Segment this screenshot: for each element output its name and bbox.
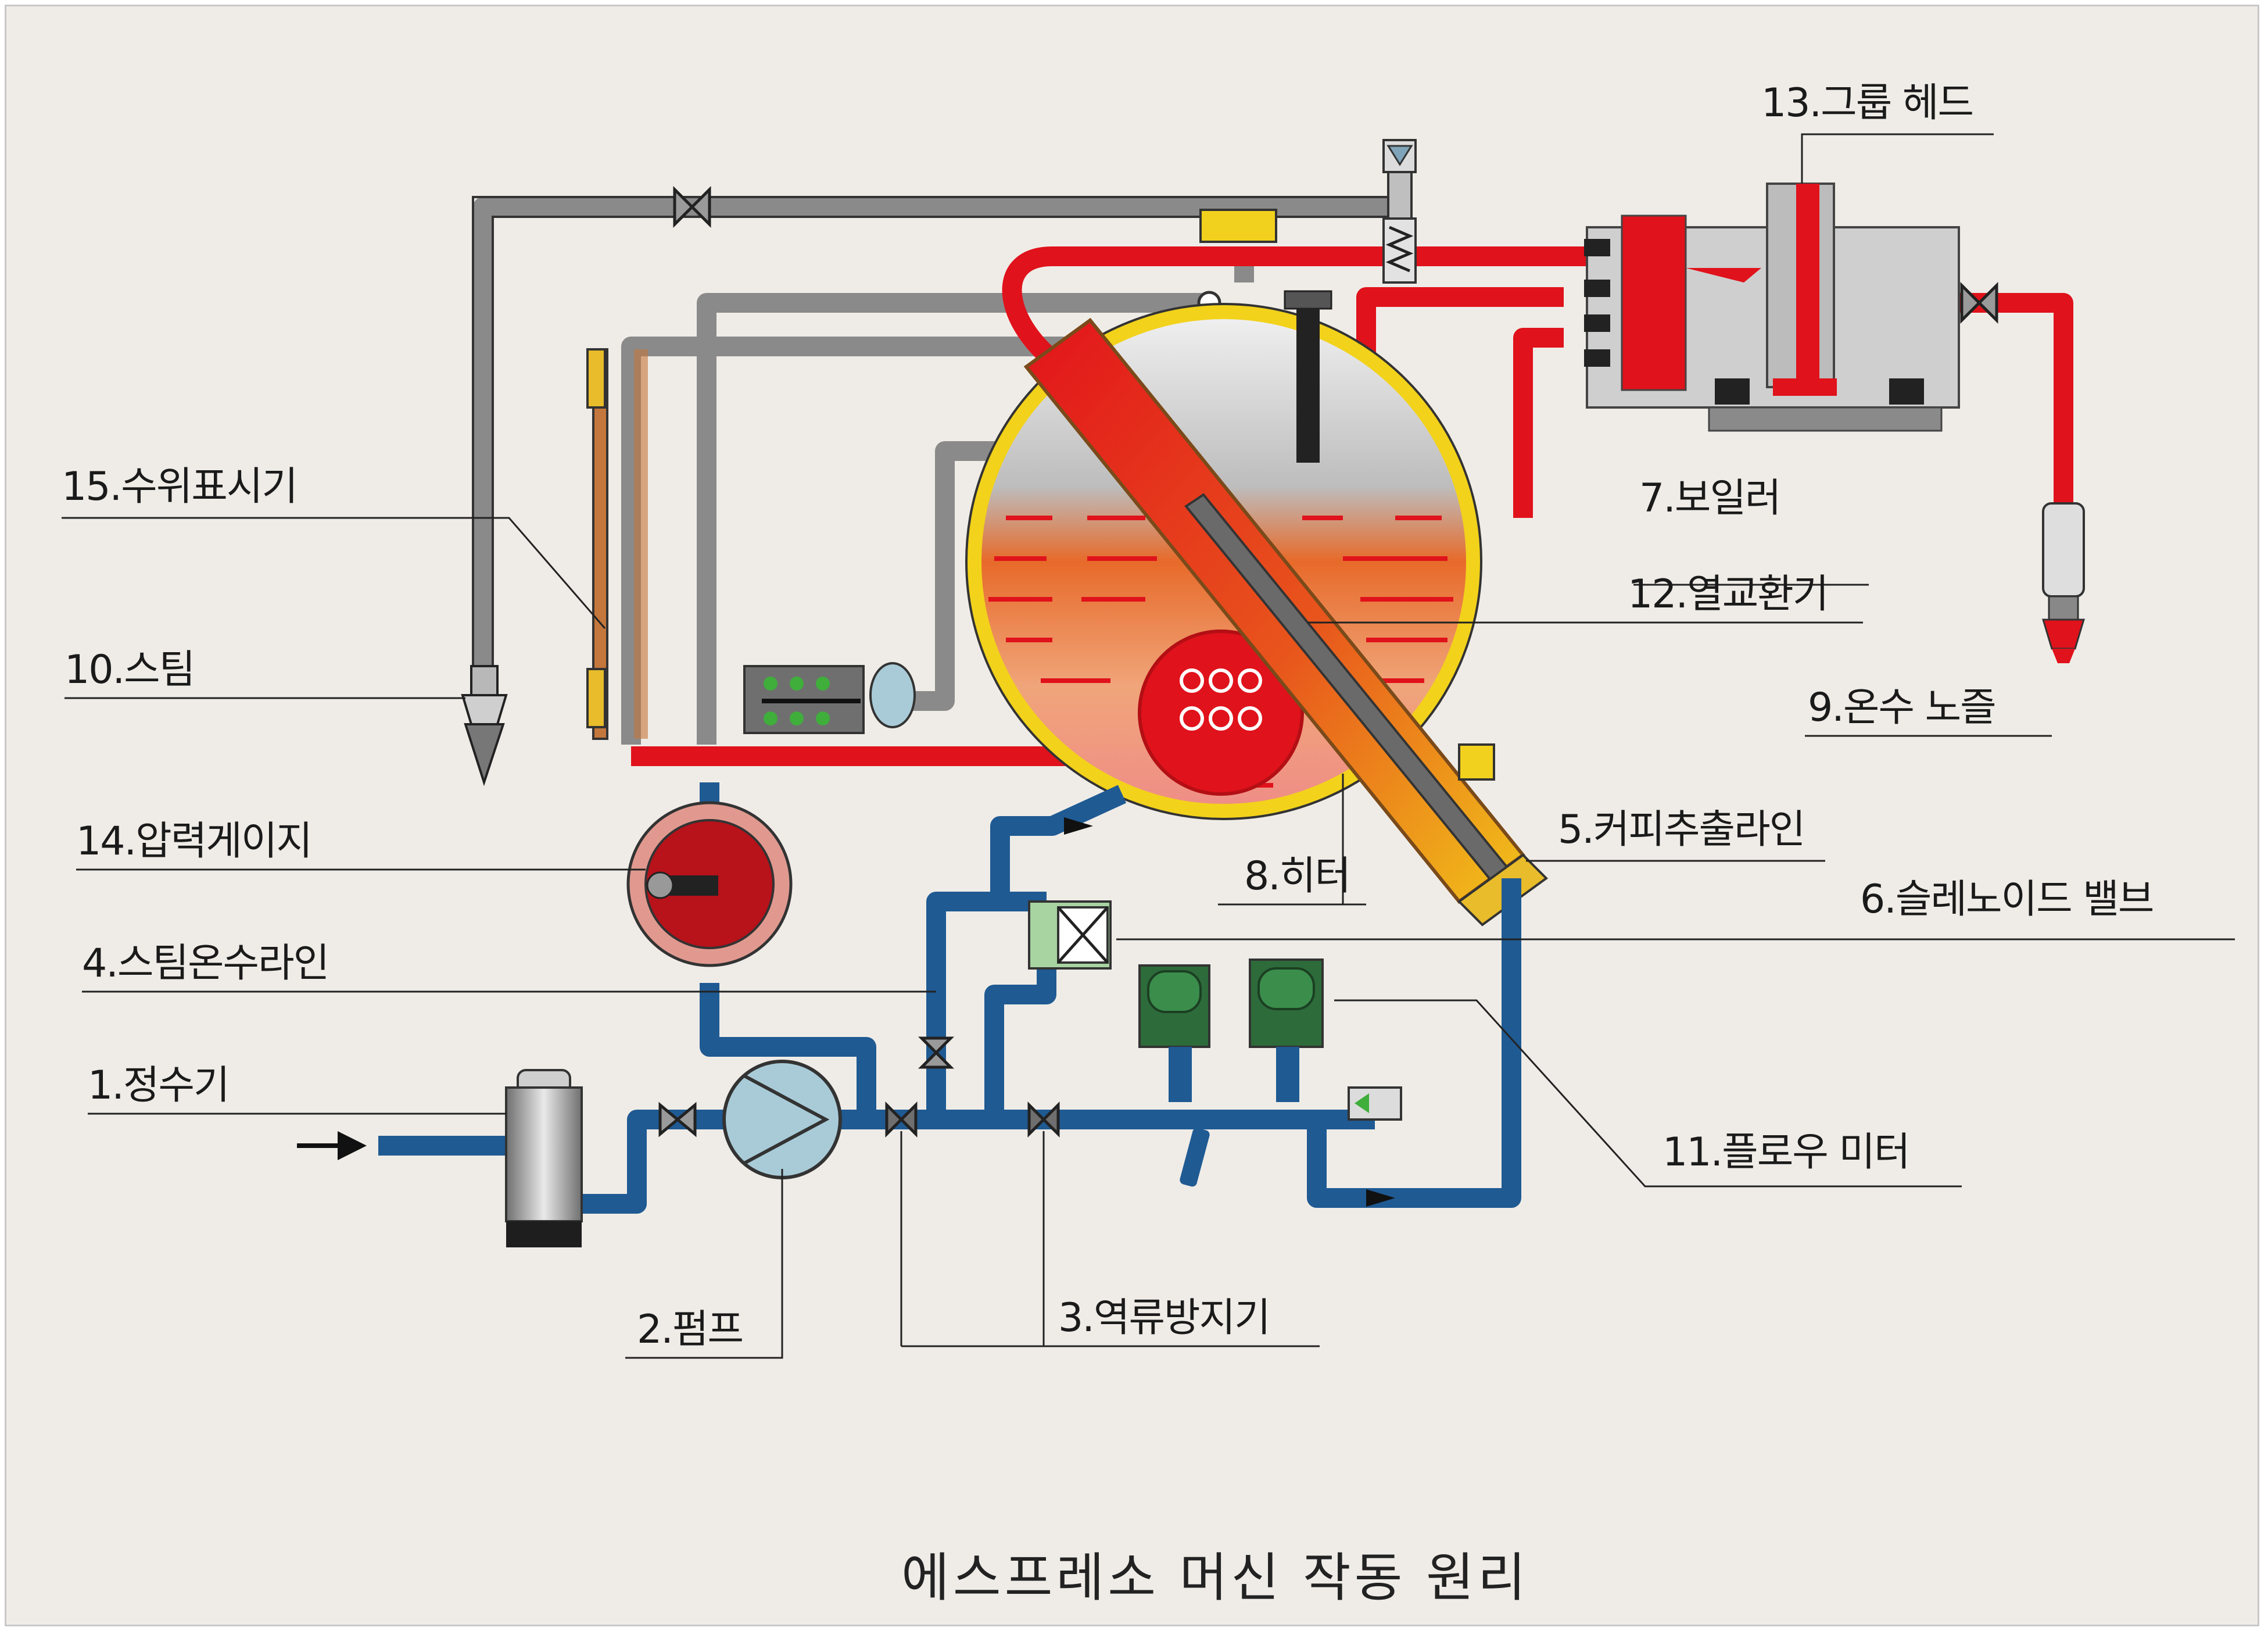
label-flow-meter: 11.플로우 미터 (1663, 1129, 1911, 1175)
label-coffee-extraction-line: 5.커피추출라인 (1558, 807, 1805, 853)
group-return-pipe (1513, 328, 1564, 518)
pump-icon (722, 1060, 842, 1179)
group-head-icon (1584, 183, 1960, 432)
label-water-purifier: 1.정수기 (88, 1063, 230, 1108)
label-solenoid-valve: 6.슬레노이드 밸브 (1860, 877, 2154, 922)
label-group-head: 13.그룹 헤드 (1761, 80, 1974, 126)
label-pressure-gauge: 14.압력게이지 (76, 818, 313, 864)
steam-pipe-2 (697, 293, 1215, 745)
label-heat-exchanger: 12.열교환기 (1628, 571, 1829, 617)
steam-wand-icon (461, 665, 508, 786)
label-hot-water-nozzle: 9.온수 노즐 (1808, 685, 1997, 731)
diagram-page: 15.수위표시기 10.스팀 14.압력게이지 4.스팀온수라인 1.정수기 2… (5, 5, 2259, 1626)
gauge-line (700, 983, 876, 1120)
leader-lines (62, 133, 2235, 1359)
diagram-caption: 에스프레소 머신 작동 원리 (901, 1547, 1529, 1608)
flow-arrows (297, 817, 1395, 1207)
steam-pipe (473, 197, 1401, 666)
flow-meter-icon (1138, 959, 1402, 1187)
label-check-valve: 3.역류방지기 (1058, 1295, 1271, 1341)
label-steam: 10.스팀 (65, 647, 195, 693)
sight-glass-pipe (621, 337, 1174, 745)
pressure-switch-icon (743, 662, 916, 734)
label-heater: 8.히터 (1244, 853, 1351, 899)
label-pump: 2.펌프 (637, 1307, 744, 1353)
inlet-valve-icon (658, 1101, 697, 1138)
label-boiler: 7.보일러 (1639, 475, 1782, 521)
espresso-machine-diagram (62, 133, 2235, 1359)
t-junction (1199, 209, 1277, 243)
sight-glass-icon (586, 348, 648, 740)
label-water-level-indicator: 15.수위표시기 (62, 464, 298, 510)
hot-water-valve-icon (1960, 281, 1998, 324)
label-steam-hot-water-line: 4.스팀온수라인 (82, 940, 329, 986)
boiler-feed-line (990, 785, 1127, 902)
steam-valve-icon (673, 185, 711, 228)
hx-to-group-pipe (1002, 246, 1610, 378)
pressure-gauge-icon (626, 801, 793, 967)
solenoid-valve-icon (1028, 900, 1112, 970)
water-filter-icon (505, 1069, 583, 1247)
safety-valve-icon (1382, 139, 1417, 284)
filter-to-pump-pipe (582, 1110, 727, 1214)
check-valve-icon (885, 1036, 1060, 1138)
heater-icon (1138, 630, 1304, 796)
heat-exchanger-icon (1023, 317, 1549, 927)
hot-water-nozzle-icon (2041, 502, 2086, 663)
